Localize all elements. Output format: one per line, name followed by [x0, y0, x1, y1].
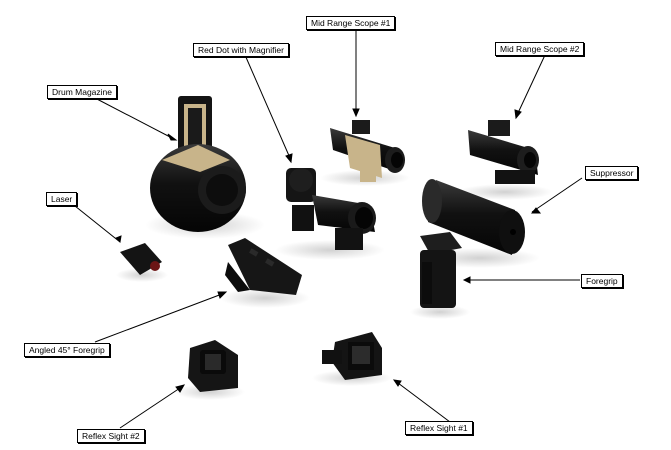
label-mid-range-scope-1: Mid Range Scope #1	[306, 16, 396, 30]
label-angled-45-foregrip: Angled 45° Foregrip	[24, 343, 110, 357]
label-laser: Laser	[46, 192, 78, 206]
label-reflex-sight-1: Reflex Sight #1	[405, 421, 473, 435]
red-dot-magnifier-part	[275, 168, 385, 260]
label-drum-magazine: Drum Magazine	[47, 85, 117, 99]
label-suppressor: Suppressor	[585, 166, 639, 180]
leader-reflex-sight-1	[397, 382, 451, 423]
label-foregrip: Foregrip	[581, 274, 623, 288]
leader-drum-magazine	[94, 97, 173, 139]
leader-angled-foregrip	[94, 293, 223, 343]
reflex-sight-1-part	[312, 332, 392, 386]
leader-red-dot-magnifier	[244, 54, 291, 159]
label-red-dot-with-magnifier: Red Dot with Magnifier	[193, 43, 289, 57]
leader-reflex-sight-2	[119, 387, 181, 429]
label-reflex-sight-2: Reflex Sight #2	[77, 429, 145, 443]
label-mid-range-scope-2: Mid Range Scope #2	[495, 42, 585, 56]
leader-laser	[74, 205, 121, 243]
mid-range-scope-1-part	[320, 120, 410, 186]
laser-part	[116, 243, 168, 282]
reflex-sight-2-part	[175, 340, 245, 400]
leader-suppressor	[531, 177, 583, 213]
mid-range-scope-2-part	[457, 120, 553, 200]
angled-foregrip-part	[220, 238, 310, 308]
leader-lines	[74, 29, 583, 429]
leader-mid-range-scope-2	[517, 54, 546, 114]
drum-magazine-part	[145, 96, 265, 239]
foregrip-part	[410, 232, 470, 319]
